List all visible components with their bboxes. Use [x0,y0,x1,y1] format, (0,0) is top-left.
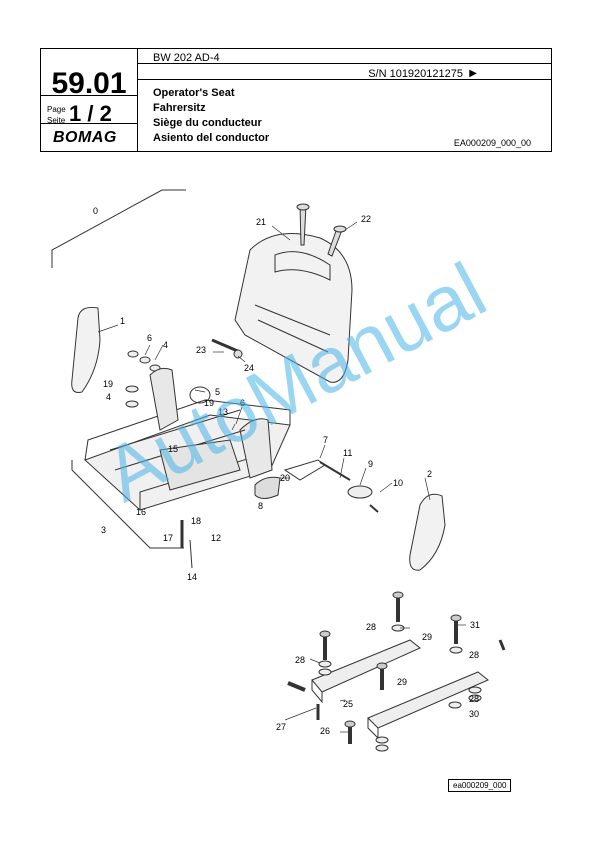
callout-label: 14 [187,572,197,582]
slide-rail-left [311,639,421,693]
callout-label: 4 [106,392,111,402]
callout-label: 28 [469,694,479,704]
callout-label: 10 [393,478,403,488]
title-list: Operator's Seat Fahrersitz Siège du cond… [153,86,269,146]
title-es: Asiento del conductor [153,132,270,144]
exploded-parts-diagram: 0 1 2 3 4 4 5 6 6 7 8 9 10 11 12 13 14 1… [51,189,506,752]
side-cover-right [409,493,446,571]
callout-label: 22 [361,214,371,224]
spring-part [189,386,211,404]
page-number: 1 / 2 [69,101,112,126]
callout-label: 11 [343,448,352,458]
callout-label: 13 [218,407,228,417]
title-block: 59.01 Page Seite 1 / 2 BOMAG BW 202 AD-4… [40,48,552,152]
callout-label: 5 [215,387,220,397]
drawing-reference: ea000209_000 [448,779,512,792]
group-boundary-line [51,189,186,268]
backrest-part [234,233,353,383]
callout-label: 7 [323,435,328,445]
callout-label: 26 [320,726,330,736]
lever-part [283,459,326,481]
serial-number: S/N 101920121275 [368,68,463,80]
slide-rail-right [367,671,489,729]
callout-label: 6 [240,398,245,408]
section-number: 59.01 [51,67,127,100]
title-de: Fahrersitz [153,102,206,114]
doc-reference: EA000209_000_00 [453,138,531,148]
next-arrow-icon: ▶ [469,68,477,79]
washer-part [139,356,151,364]
callout-label: 0 [93,206,98,216]
washer-part [127,350,139,358]
callout-label: 28 [366,622,376,632]
brand-logo: BOMAG [53,129,117,146]
model-name: BW 202 AD-4 [153,52,220,64]
callout-label: 3 [101,525,106,535]
adjust-lever [287,681,306,692]
callout-label: 19 [103,379,113,389]
callout-label: 31 [470,620,480,630]
callout-label: 1 [120,316,125,326]
callout-label: 28 [295,655,305,665]
callout-label: 12 [211,533,221,543]
side-cover-left [71,307,101,393]
callout-label: 24 [244,363,254,373]
callout-label: 16 [136,507,146,517]
callout-label: 19 [204,398,214,408]
callout-label: 20 [280,473,290,483]
handle-part [254,476,281,499]
washer-part [125,400,139,408]
frame-bracket-right [239,418,273,479]
group-boundary-line [71,460,184,549]
callout-label: 2 [427,469,432,479]
callout-label: 6 [147,333,152,343]
callout-label: 21 [256,217,266,227]
backrest-handle [274,251,331,281]
bolt-part [211,338,241,354]
callout-label: 8 [258,501,263,511]
callout-label: 4 [163,340,168,350]
callout-label: 30 [469,709,479,719]
callout-label: 23 [196,345,206,355]
page-label-de: Seite [47,116,66,125]
title-en: Operator's Seat [153,87,235,99]
callout-label: 9 [368,459,373,469]
page-label: Page Seite [47,104,66,126]
frame-bracket-left [149,367,179,431]
callout-label: 17 [163,533,173,543]
title-fr: Siège du conducteur [153,117,262,129]
page-label-en: Page [47,105,66,114]
bracket-part [347,485,373,499]
callout-label: 28 [469,650,479,660]
callout-label: 29 [397,677,407,687]
callout-label: 29 [422,632,432,642]
callout-label: 25 [343,699,353,709]
callout-label: 15 [168,444,178,454]
callout-label: 27 [276,722,286,732]
callout-label: 18 [191,516,201,526]
washer-part [125,385,139,393]
